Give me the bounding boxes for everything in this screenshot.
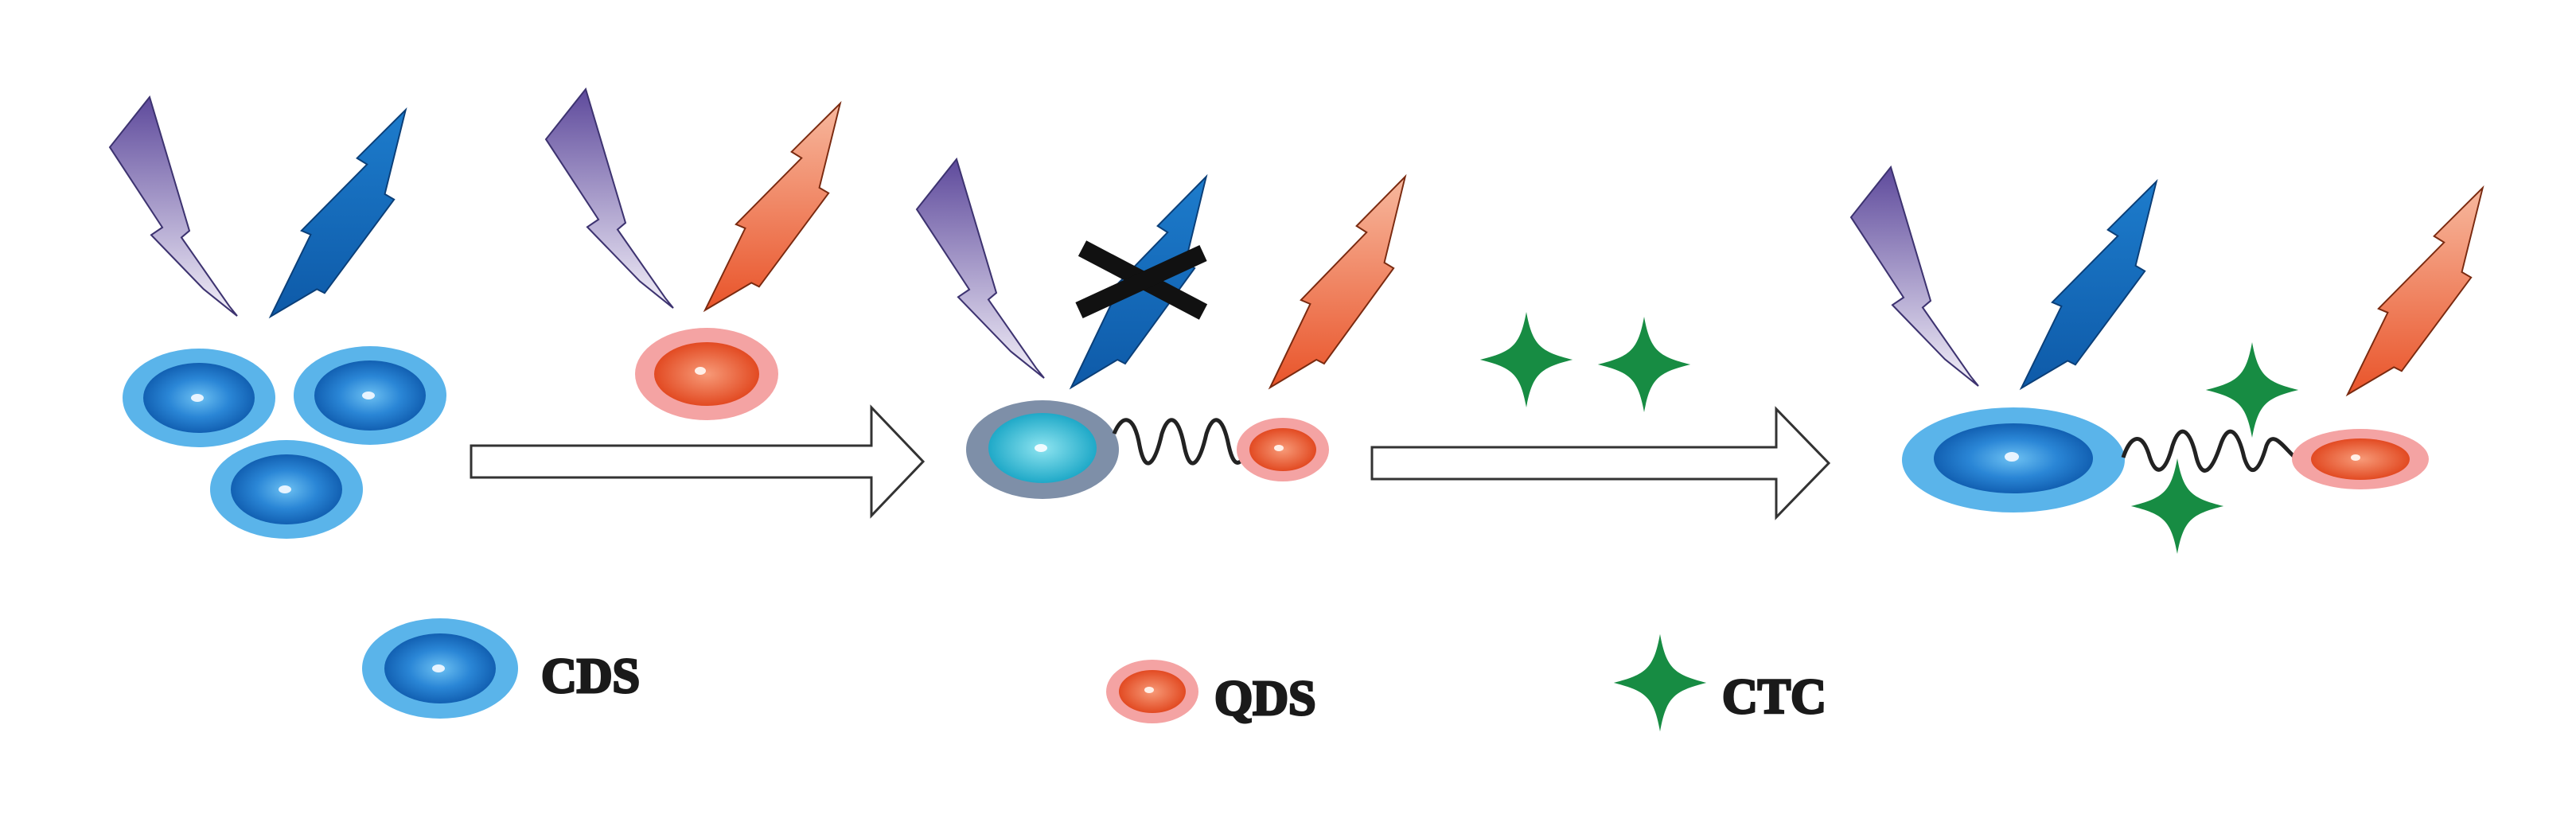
arrow-icon bbox=[1370, 406, 1831, 520]
legend-qds-label: QDS bbox=[1214, 672, 1315, 726]
violet-lightning-icon bbox=[1849, 166, 1980, 388]
cds-particle bbox=[123, 349, 275, 447]
arrow-icon bbox=[470, 404, 926, 519]
star-icon bbox=[1613, 633, 1707, 732]
orange-lightning-icon bbox=[2347, 187, 2484, 396]
violet-lightning-icon bbox=[544, 88, 675, 310]
linker bbox=[1112, 418, 1252, 466]
cds-particle bbox=[362, 618, 518, 719]
orange-lightning-icon bbox=[704, 103, 841, 311]
violet-lightning-icon bbox=[108, 95, 239, 318]
star-icon bbox=[1597, 317, 1691, 412]
star-icon bbox=[2130, 458, 2224, 554]
cds-particle bbox=[1902, 407, 2125, 512]
blue-lightning-icon bbox=[270, 109, 407, 318]
star-icon bbox=[1479, 312, 1573, 407]
cds-particle bbox=[210, 440, 363, 539]
qds-particle bbox=[635, 328, 778, 420]
legend-cds: CDS bbox=[362, 618, 641, 719]
legend-qds: QDS bbox=[1106, 660, 1317, 727]
qds-particle bbox=[1106, 660, 1198, 723]
panel-qds bbox=[544, 88, 841, 420]
qds-particle bbox=[2292, 429, 2429, 489]
legend-ctc-label: CTC bbox=[1722, 670, 1826, 724]
panel-1 bbox=[108, 95, 446, 539]
legend-ctc: CTC bbox=[1613, 633, 1827, 732]
panel-2 bbox=[915, 158, 1406, 499]
legend: CDS QDS CTC bbox=[362, 618, 1827, 732]
panel-3 bbox=[1849, 166, 2484, 554]
qds-particle bbox=[1237, 418, 1329, 481]
cds-particle bbox=[294, 346, 446, 445]
violet-lightning-icon bbox=[915, 158, 1046, 380]
linker bbox=[2121, 429, 2297, 473]
quenched-cds-particle bbox=[966, 400, 1119, 499]
blue-lightning-icon bbox=[2021, 181, 2157, 389]
orange-lightning-icon bbox=[1269, 176, 1406, 388]
star-icon bbox=[2205, 342, 2299, 438]
cross-icon bbox=[1075, 240, 1208, 320]
legend-cds-label: CDS bbox=[541, 649, 640, 703]
